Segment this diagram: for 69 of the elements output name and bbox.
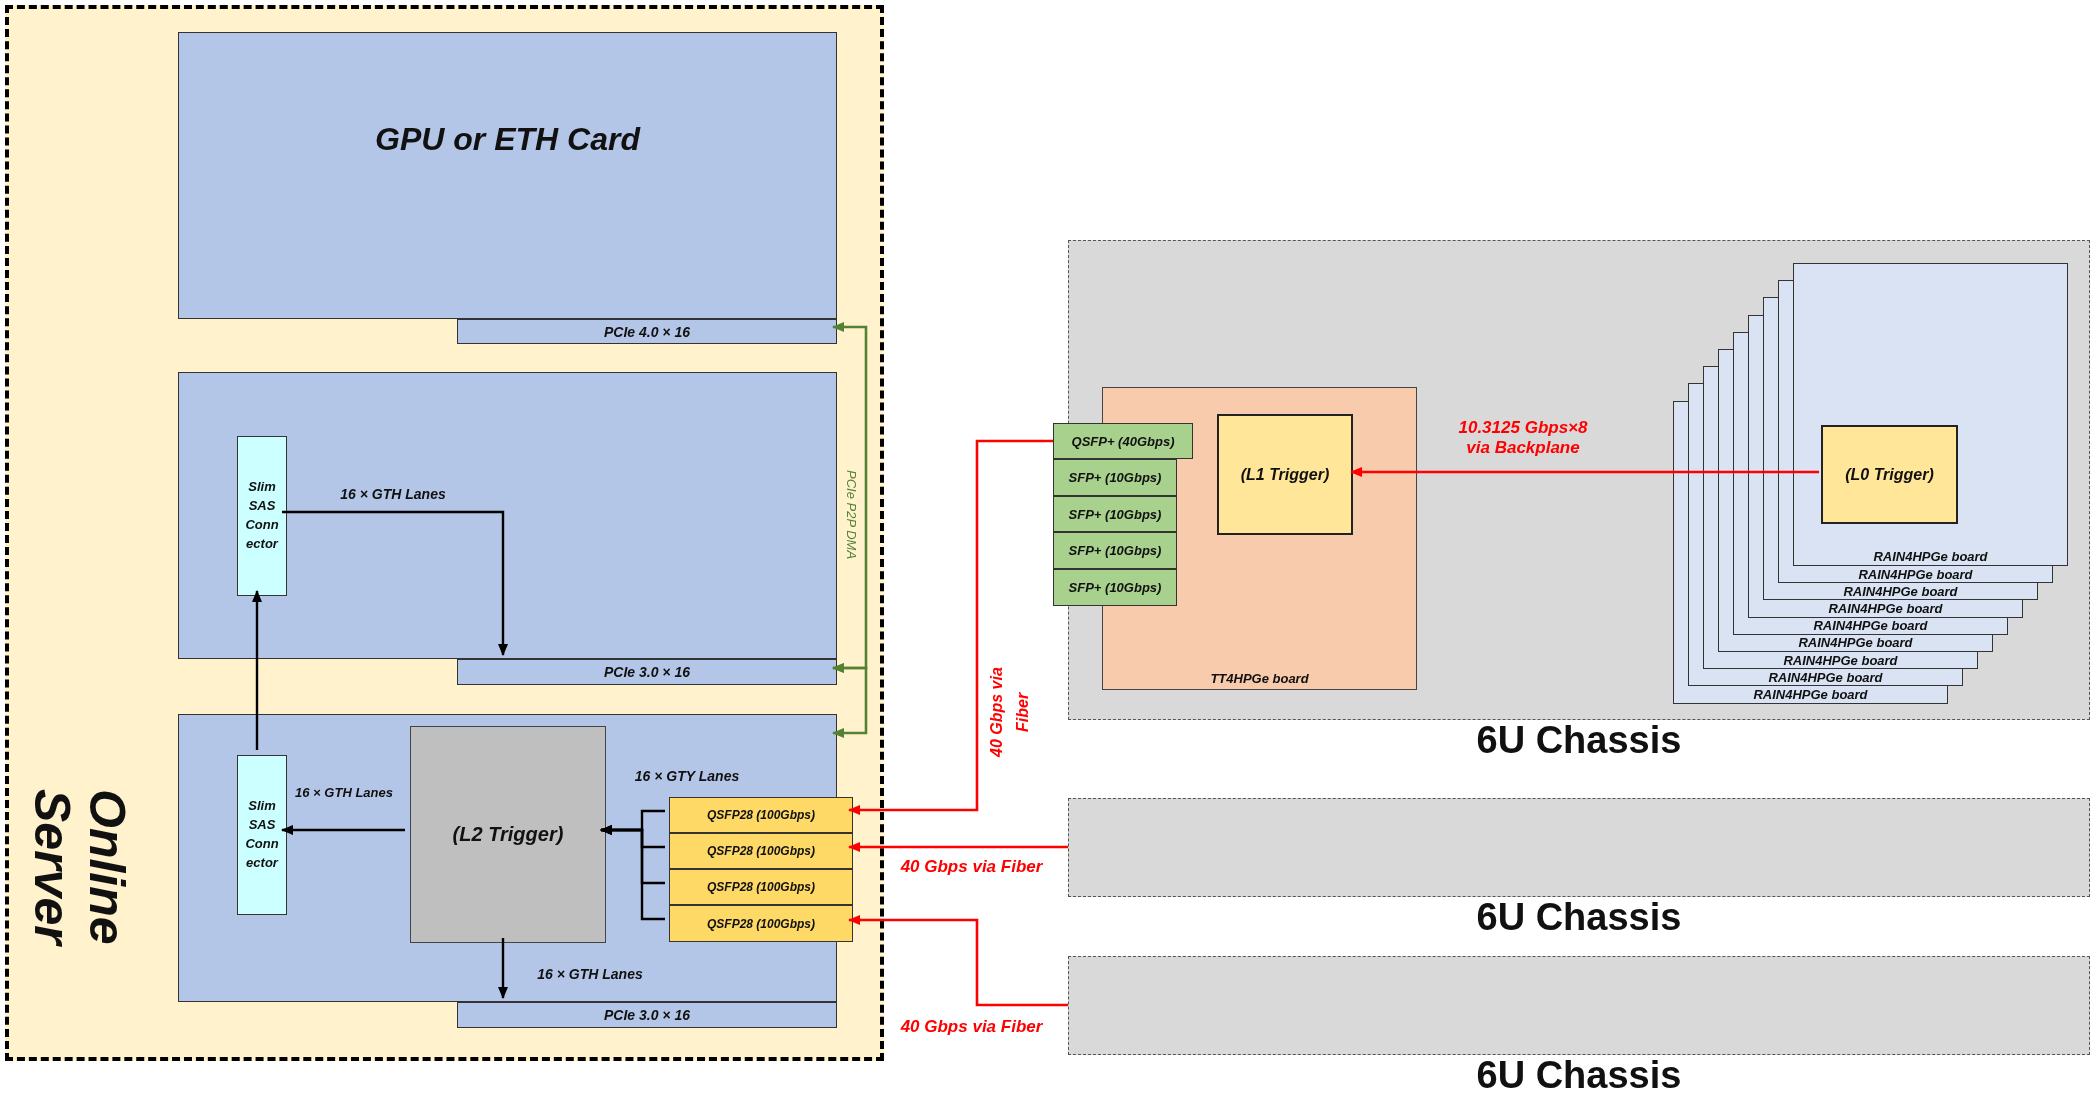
board-label: RAIN4HPGe board <box>1783 653 1898 667</box>
board-label: RAIN4HPGe board <box>1813 619 1928 633</box>
connector-arrow <box>848 439 1053 815</box>
board-label: RAIN4HPGe board <box>1828 602 1943 615</box>
connector-label: Slim SAS Conn ector <box>244 478 280 553</box>
card-outline <box>178 372 837 659</box>
fpga-label: (L0 Trigger) <box>1845 465 1934 484</box>
chassis-title: 6U Chassis <box>1475 721 1683 759</box>
board-label: RAIN4HPGe board <box>1798 636 1913 650</box>
port-box <box>1053 569 1177 606</box>
stacked-board-edge <box>1763 583 2038 601</box>
port-box <box>669 905 853 942</box>
connector-box <box>237 755 287 915</box>
card-title: GPU or ETH Card <box>374 121 642 158</box>
port-label: QSFP28 (100Gbps) <box>706 844 815 858</box>
chassis-title: 6U Chassis <box>1475 1056 1683 1094</box>
port-label: SFP+ (10Gbps) <box>1068 579 1162 595</box>
stacked-board-edge <box>1778 566 2053 584</box>
port-box <box>1053 532 1177 570</box>
board-label: RAIN4HPGe board <box>1858 567 1973 581</box>
server-enclosure <box>5 5 884 1061</box>
pcie-slot <box>457 659 837 685</box>
pcie-slot <box>457 319 837 344</box>
port-label: SFP+ (10Gbps) <box>1068 506 1162 522</box>
board-label: RAIN4HPGe board <box>1768 670 1883 684</box>
slot-label: PCIe 4.0 × 16 <box>604 323 690 340</box>
port-box <box>1053 423 1193 459</box>
port-label: SFP+ (10Gbps) <box>1068 543 1162 559</box>
connector-arrow <box>281 825 405 835</box>
port-label: QSFP+ (40Gbps) <box>1071 433 1175 449</box>
enclosure-title: Online Server <box>24 789 134 948</box>
port-box <box>669 797 853 833</box>
port-label: QSFP28 (100Gbps) <box>706 808 815 822</box>
connector-arrow <box>1350 467 1819 477</box>
expansion-card <box>178 32 837 319</box>
connector-arrow <box>832 663 868 738</box>
connector-label: Slim SAS Conn ector <box>244 797 280 872</box>
fpga-label: (L1 Trigger) <box>1240 465 1330 484</box>
board-label: TT4HPGe board <box>1209 671 1310 686</box>
connector-box <box>237 436 287 596</box>
connector-arrow <box>600 825 665 921</box>
port-box <box>1053 459 1177 496</box>
fpga-box <box>410 726 606 943</box>
port-label: SFP+ (10Gbps) <box>1068 469 1162 485</box>
stacked-board-edge <box>1703 652 1978 670</box>
fpga-box <box>1217 414 1353 535</box>
chassis-title: 6U Chassis <box>1475 898 1683 936</box>
board-label: RAIN4HPGe board <box>1843 584 1958 598</box>
port-label: QSFP28 (100Gbps) <box>706 880 815 894</box>
slot-label: PCIe 3.0 × 16 <box>604 664 690 680</box>
fpga-label: (L2 Trigger) <box>452 823 564 846</box>
stacked-board-edge <box>1688 669 1963 687</box>
port-label: QSFP28 (100Gbps) <box>706 916 815 931</box>
connector-arrow <box>848 842 1068 852</box>
fpga-box <box>1821 425 1958 524</box>
readout-board <box>1793 263 2068 566</box>
port-box <box>669 869 853 905</box>
connector-arrow <box>252 590 262 750</box>
board-label: RAIN4HPGe board <box>1753 688 1868 701</box>
port-box <box>669 833 853 869</box>
slot-label: PCIe 3.0 × 16 <box>604 1007 690 1023</box>
connector-arrow <box>848 915 1068 1007</box>
port-box <box>1053 495 1177 533</box>
stacked-board-edge <box>1748 600 2023 618</box>
connector-arrow <box>282 510 508 656</box>
pcie-slot <box>457 1002 837 1028</box>
board-label: RAIN4HPGe board <box>1872 549 1989 564</box>
stacked-board-edge <box>1673 686 1948 704</box>
connector-arrow <box>498 938 508 999</box>
